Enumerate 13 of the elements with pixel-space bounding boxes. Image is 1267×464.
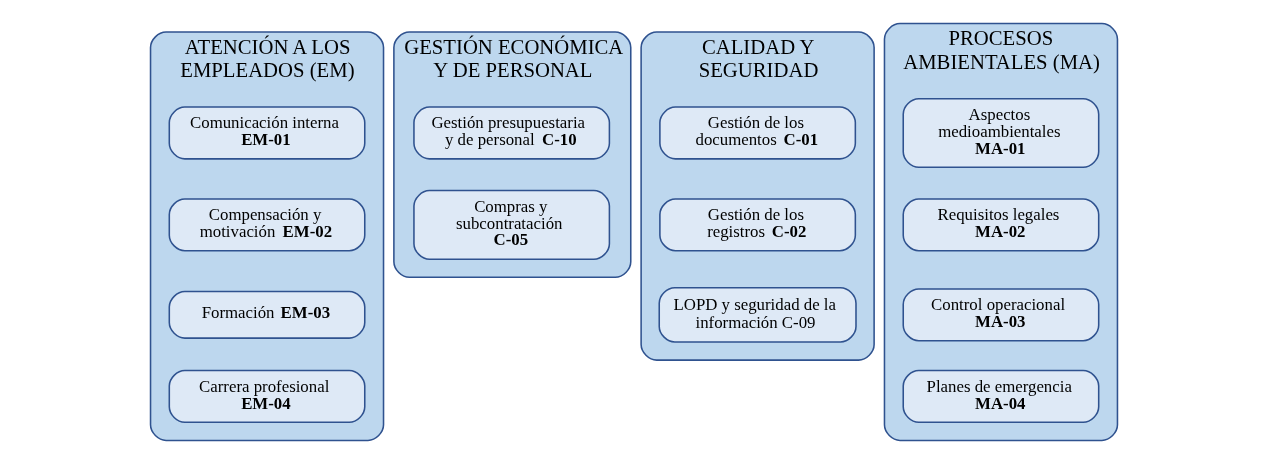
node-box: Carrera profesional EM-04 [168, 369, 366, 424]
node-box: Planes de emergencia MA-04 [901, 369, 1099, 424]
node-box: Requisitos legales MA-02 [901, 198, 1099, 252]
node-box: Gestión de los registros C-02 [658, 198, 856, 252]
node-box: Compras y subcontratación C-05 [412, 189, 610, 260]
node-box: Compensación y motivación EM-02 [168, 198, 366, 252]
node-box: Comunicación interna EM-01 [168, 106, 366, 160]
node-box: Gestión presupuestaria y de personal C-10 [412, 106, 610, 160]
node-box: Formación EM-03 [168, 290, 366, 339]
node-box: Aspectos medioambientales MA-01 [901, 97, 1099, 169]
node-box: LOPD y seguridad de la información C-09 [657, 286, 857, 343]
node-box: Gestión de los documentos C-01 [658, 106, 856, 160]
node-box: Control operacional MA-03 [901, 288, 1099, 342]
